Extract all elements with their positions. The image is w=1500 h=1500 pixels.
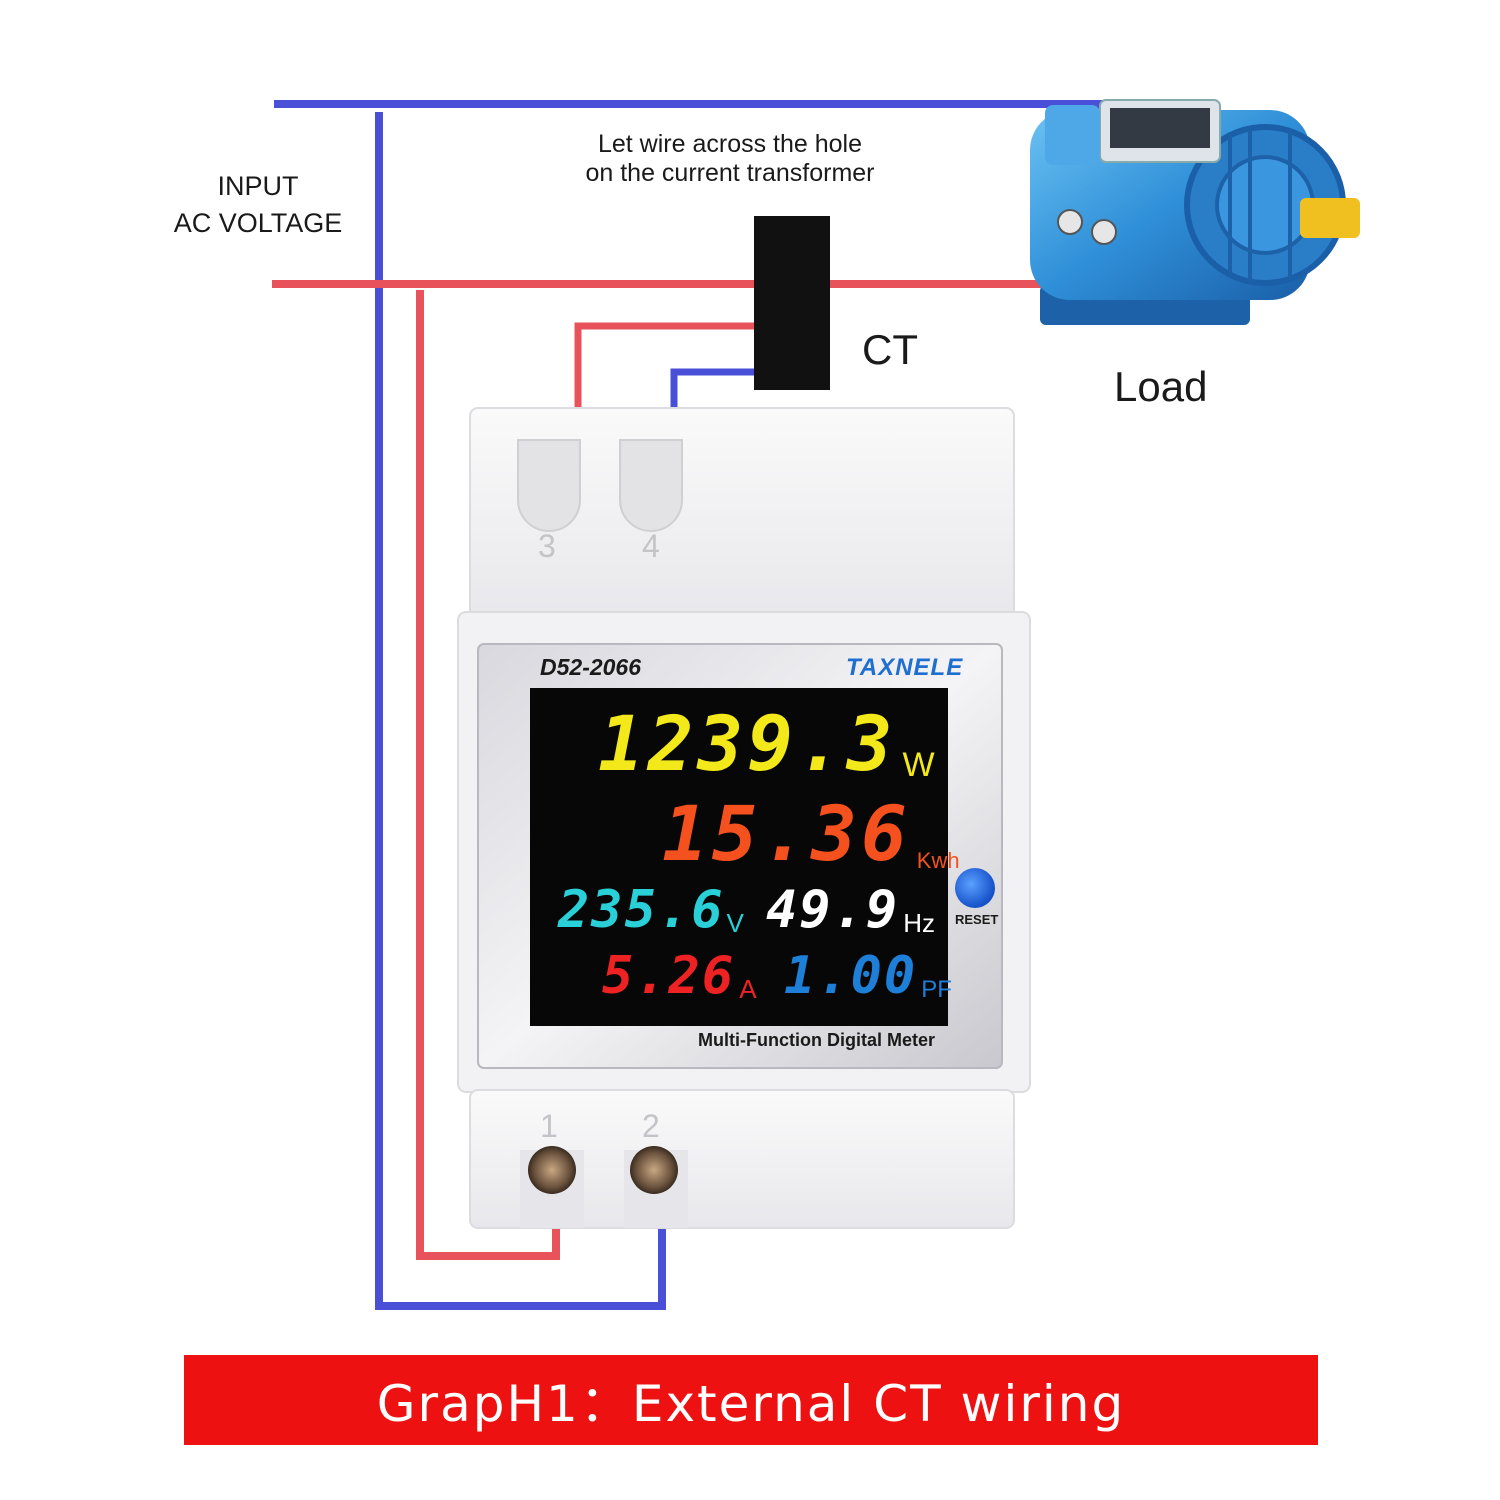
frequency-reading: 49.9 Hz — [766, 884, 935, 936]
ct-instruction-line1: Let wire across the hole — [597, 130, 863, 158]
reset-button[interactable] — [955, 868, 995, 908]
voltage-unit: V — [726, 908, 744, 938]
screw-terminal-2 — [630, 1146, 678, 1194]
meter-subtitle: Multi-Function Digital Meter — [698, 1030, 935, 1050]
brand-logo: TAXNELE — [846, 654, 964, 681]
current-reading: 5.26 A — [602, 950, 757, 1002]
current-value: 5.26 — [602, 946, 736, 1006]
energy-reading: 15.36 Kwh — [662, 796, 960, 872]
ct-label: CT — [862, 326, 918, 373]
lcd-screen — [530, 688, 948, 1026]
meter-model: D52-2066 — [540, 654, 642, 680]
reset-label: RESET — [955, 912, 999, 927]
power-value: 1239.3 — [598, 699, 897, 788]
energy-unit: Kwh — [916, 848, 960, 873]
energy-value: 15.36 — [662, 789, 911, 878]
power-reading: 1239.3 W — [598, 699, 935, 788]
ct-instruction: Let wire across the hole on the current … — [540, 130, 920, 188]
voltage-reading: 235.6 V — [558, 884, 744, 936]
input-label-line2: AC VOLTAGE — [173, 208, 343, 238]
voltage-value: 235.6 — [558, 880, 725, 940]
screw-terminal-1 — [528, 1146, 576, 1194]
terminal-1-label: 1 — [540, 1108, 558, 1144]
motor-illustration — [1030, 99, 1360, 325]
terminal-3-label: 3 — [538, 528, 556, 564]
terminal-4-label: 4 — [642, 528, 660, 564]
power-factor-unit: PF — [921, 976, 952, 1003]
frequency-value: 49.9 — [766, 880, 900, 940]
ct-instruction-line2: on the current transformer — [585, 159, 875, 187]
load-label: Load — [1114, 363, 1208, 410]
power-unit: W — [902, 746, 935, 784]
current-unit: A — [739, 974, 757, 1004]
power-factor-reading: 1.00 PF — [784, 950, 952, 1002]
frequency-unit: Hz — [903, 908, 936, 938]
caption-banner: GrapH1：External CT wiring — [184, 1355, 1318, 1445]
input-label: INPUT AC VOLTAGE — [160, 168, 356, 242]
power-factor-value: 1.00 — [784, 946, 918, 1006]
input-label-line1: INPUT — [217, 171, 299, 201]
ct-block — [754, 216, 830, 390]
caption-text: GrapH1：External CT wiring — [376, 1375, 1126, 1433]
terminal-2-label: 2 — [642, 1108, 660, 1144]
